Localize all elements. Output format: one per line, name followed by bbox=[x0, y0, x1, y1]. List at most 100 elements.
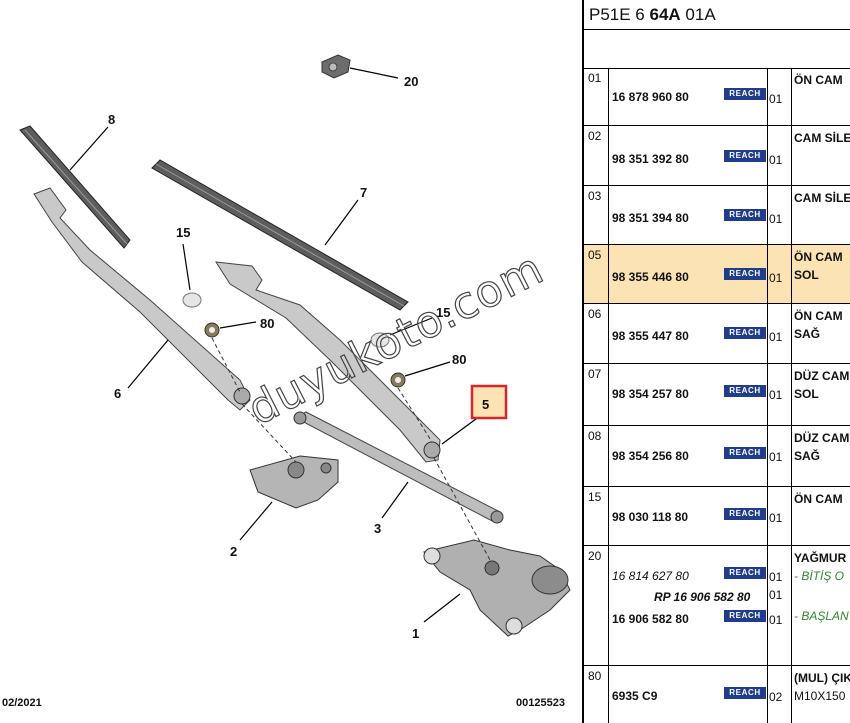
description-line-2: M10X150 bbox=[794, 689, 846, 703]
callout-7[interactable]: 7 bbox=[360, 185, 367, 200]
row-index: 08 bbox=[584, 426, 609, 486]
part-1-wiper-motor[interactable] bbox=[423, 539, 571, 637]
description-line-1: DÜZ CAM bbox=[794, 369, 850, 383]
part-3-linkage-rod[interactable] bbox=[293, 411, 504, 524]
quantity: 01 bbox=[769, 613, 783, 627]
part-number[interactable]: 6935 C9 bbox=[612, 689, 658, 703]
description: CAM SİLE bbox=[794, 191, 850, 205]
part-number[interactable]: 98 354 256 80 bbox=[612, 449, 689, 463]
quantity: 01 bbox=[769, 388, 783, 402]
part-2-pivot[interactable] bbox=[249, 455, 339, 509]
callout-15-right[interactable]: 15 bbox=[436, 305, 450, 320]
reach-badge: REACH bbox=[724, 610, 766, 622]
description: ÖN CAM bbox=[794, 492, 843, 506]
ref-prefix: P51E 6 bbox=[589, 5, 650, 24]
callout-80-left[interactable]: 80 bbox=[260, 316, 274, 331]
callout-1[interactable]: 1 bbox=[412, 626, 419, 641]
reach-badge: REACH bbox=[724, 327, 766, 339]
part-15-cap-left[interactable] bbox=[182, 292, 202, 308]
part-number-superseded[interactable]: 16 814 627 80 bbox=[612, 569, 689, 583]
part-6-wiper-arm[interactable] bbox=[33, 187, 251, 411]
callout-8[interactable]: 8 bbox=[108, 112, 115, 127]
description-line-1: DÜZ CAM bbox=[794, 431, 850, 445]
part-number[interactable]: 98 354 257 80 bbox=[612, 387, 689, 401]
table-header-row bbox=[584, 30, 850, 69]
reach-badge: REACH bbox=[724, 508, 766, 520]
description: YAĞMUR - BİTİŞ O - BAŞLAN bbox=[791, 546, 850, 665]
table-row[interactable]: 20 16 814 627 80 REACH RP 16 906 582 80 … bbox=[584, 546, 850, 666]
part-number[interactable]: 98 030 118 80 bbox=[612, 510, 689, 524]
description-line-2: SOL bbox=[794, 268, 819, 282]
reach-badge: REACH bbox=[724, 268, 766, 280]
part-7-wiper-blade[interactable] bbox=[151, 159, 409, 311]
callout-6[interactable]: 6 bbox=[114, 386, 121, 401]
footer-code: 00125523 bbox=[516, 697, 565, 709]
quantity: 01 bbox=[769, 450, 783, 464]
part-80-nut-left[interactable] bbox=[204, 322, 220, 338]
reference-header: P51E 6 64A 01A bbox=[584, 0, 850, 30]
quantity: 01 bbox=[769, 271, 783, 285]
part-number[interactable]: 16 906 582 80 bbox=[612, 612, 689, 626]
footer-date: 02/2021 bbox=[2, 697, 42, 709]
quantity: 01 bbox=[769, 588, 783, 602]
part-20-rain-sensor[interactable] bbox=[321, 54, 351, 79]
callout-3[interactable]: 3 bbox=[374, 521, 381, 536]
description: DÜZ CAM SAĞ bbox=[791, 426, 850, 486]
callout-20[interactable]: 20 bbox=[404, 74, 418, 89]
description-line-1: ÖN CAM bbox=[794, 250, 843, 264]
reach-badge: REACH bbox=[724, 687, 766, 699]
description: ÖN CAM SOL bbox=[791, 245, 850, 303]
description: (MUL) ÇIK M10X150 bbox=[791, 666, 850, 723]
table-row-selected[interactable]: 05 98 355 446 80 REACH 01 ÖN CAM SOL bbox=[584, 245, 850, 304]
part-80-nut-right[interactable] bbox=[390, 372, 406, 388]
description: ÖN CAM SAĞ bbox=[791, 304, 850, 363]
quantity: 01 bbox=[769, 330, 783, 344]
description-line-2: SAĞ bbox=[794, 327, 821, 341]
description-line-1: ÖN CAM bbox=[794, 309, 843, 323]
table-row[interactable]: 06 98 355 447 80 REACH 01 ÖN CAM SAĞ bbox=[584, 304, 850, 364]
callout-5[interactable]: 5 bbox=[482, 397, 489, 412]
quantity: 01 bbox=[769, 570, 783, 584]
description-line-1: (MUL) ÇIK bbox=[794, 671, 850, 685]
description-line-1: YAĞMUR bbox=[794, 551, 847, 565]
part-number[interactable]: 98 355 447 80 bbox=[612, 329, 689, 343]
part-8-wiper-blade[interactable] bbox=[19, 125, 131, 249]
reach-badge: REACH bbox=[724, 567, 766, 579]
description: ÖN CAM bbox=[794, 73, 843, 87]
callout-5-box[interactable] bbox=[470, 384, 508, 420]
table-row[interactable]: 07 98 354 257 80 REACH 01 DÜZ CAM SOL bbox=[584, 364, 850, 426]
part-number[interactable]: 98 351 392 80 bbox=[612, 152, 689, 166]
callout-15-left[interactable]: 15 bbox=[176, 225, 190, 240]
reach-badge: REACH bbox=[724, 385, 766, 397]
callout-80-right[interactable]: 80 bbox=[452, 352, 466, 367]
part-number-replacement[interactable]: RP 16 906 582 80 bbox=[654, 590, 751, 604]
description-line-2: - BİTİŞ O bbox=[794, 569, 845, 583]
row-index: 05 bbox=[584, 245, 609, 303]
part-15-cap-right[interactable] bbox=[370, 332, 390, 348]
assembly-guides bbox=[211, 337, 491, 561]
quantity: 01 bbox=[769, 92, 783, 106]
quantity: 02 bbox=[769, 690, 783, 704]
row-index: 06 bbox=[584, 304, 609, 363]
row-index: 02 bbox=[584, 126, 609, 185]
callout-2[interactable]: 2 bbox=[230, 544, 237, 559]
description-line-2: SOL bbox=[794, 387, 819, 401]
row-index: 20 bbox=[584, 546, 609, 665]
description-line-2: SAĞ bbox=[794, 449, 821, 463]
ref-suffix: 01A bbox=[680, 5, 716, 24]
row-index: 07 bbox=[584, 364, 609, 425]
part-number[interactable]: 98 351 394 80 bbox=[612, 211, 689, 225]
description-line-3: - BAŞLAN bbox=[794, 609, 849, 623]
ref-bold: 64A bbox=[649, 5, 681, 24]
row-index: 01 bbox=[584, 68, 609, 125]
part-number[interactable]: 98 355 446 80 bbox=[612, 270, 689, 284]
part-number[interactable]: 16 878 960 80 bbox=[612, 90, 689, 104]
description: DÜZ CAM SOL bbox=[791, 364, 850, 425]
